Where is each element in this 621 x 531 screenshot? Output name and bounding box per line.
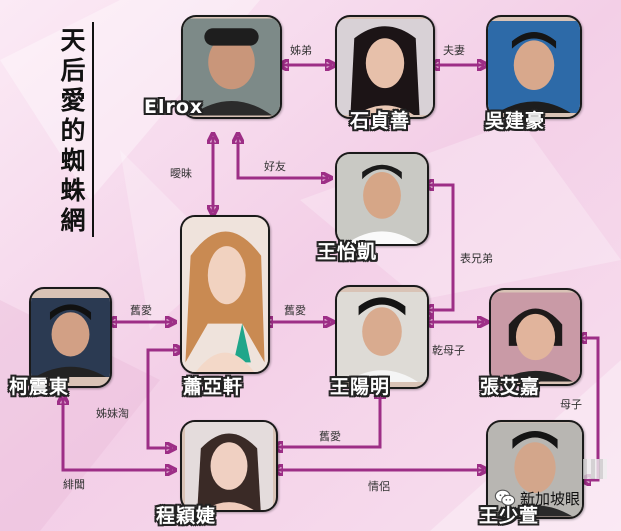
person-portrait-icon (337, 292, 427, 382)
photo-wang-yangming (335, 285, 429, 389)
name-wang-yangming: 王陽明 (330, 376, 391, 398)
person-portrait-icon (491, 292, 580, 382)
name-zhang-aijia: 張艾嘉 (480, 376, 541, 398)
person-portrait-icon (183, 18, 280, 116)
relation-label-xiao-cheng: 姊妹淘 (96, 407, 129, 420)
name-wang-yikai: 王怡凱 (317, 241, 378, 263)
person-portrait-icon (185, 422, 273, 510)
relation-label-cheng-wang-shaoxuan: 情侶 (368, 480, 390, 493)
photo-ke-zhendong (29, 287, 112, 388)
relation-label-wang-yikai-wang-yangming: 表兄弟 (460, 252, 493, 265)
title-char: 蜘 (60, 146, 86, 175)
wechat-icon (494, 489, 516, 506)
relation-label-ke-cheng: 緋聞 (63, 478, 85, 491)
photo-zhang-aijia (489, 288, 582, 386)
name-wang-shaoxuan: 王少萱 (479, 505, 540, 527)
name-xiao-yaxuan: 蕭亞軒 (183, 376, 244, 398)
person-portrait-icon (182, 217, 268, 372)
relation-label-elrox-xiao: 曖昧 (170, 167, 192, 180)
photo-wu-jianhao (486, 15, 582, 119)
photo-wang-shaoxuan (486, 420, 584, 519)
relation-label-zhang-wang-shaoxuan: 母子 (560, 398, 582, 411)
relation-label-cheng-wang-yangming: 舊愛 (319, 430, 341, 443)
relation-label-ke-xiao: 舊愛 (130, 304, 152, 317)
photo-cheng-yingjie (180, 420, 278, 512)
title-char: 后 (60, 56, 86, 85)
page-title: 天 后 愛 的 蜘 蛛 網 (58, 26, 88, 236)
relation-label-xiao-wang-yangming: 舊愛 (284, 304, 306, 317)
title-char: 的 (60, 116, 86, 145)
person-portrait-icon (337, 154, 427, 244)
name-ke-zhendong: 柯震東 (9, 376, 70, 398)
person-portrait-icon (337, 19, 433, 116)
photo-xiao-yaxuan (180, 215, 270, 374)
photo-elrox (181, 15, 282, 119)
person-portrait-icon (488, 21, 580, 113)
photo-shi-zhenshan (335, 15, 435, 119)
relation-label-shi-wu: 夫妻 (443, 44, 465, 57)
title-char: 蛛 (60, 176, 86, 205)
watermark-text: 新加坡眼 (520, 490, 581, 508)
person-portrait-icon (488, 422, 582, 517)
title-char: 網 (60, 206, 86, 235)
relation-label-wang-yangming-zhang: 乾母子 (432, 344, 465, 357)
name-shi-zhenshan: 石貞善 (350, 110, 411, 132)
photo-wang-yikai (335, 152, 429, 246)
relation-label-elrox-wang-yikai: 好友 (264, 160, 286, 173)
title-divider (92, 22, 94, 237)
title-char: 天 (60, 26, 86, 55)
name-cheng-yingjie: 程穎婕 (156, 505, 217, 527)
title-char: 愛 (60, 86, 86, 115)
relation-label-elrox-shi: 姊弟 (290, 44, 312, 57)
person-portrait-icon (31, 298, 110, 377)
pixelated-overlay (583, 459, 607, 479)
name-wu-jianhao: 吳建豪 (485, 110, 546, 132)
name-elrox: Elrox (144, 96, 204, 118)
